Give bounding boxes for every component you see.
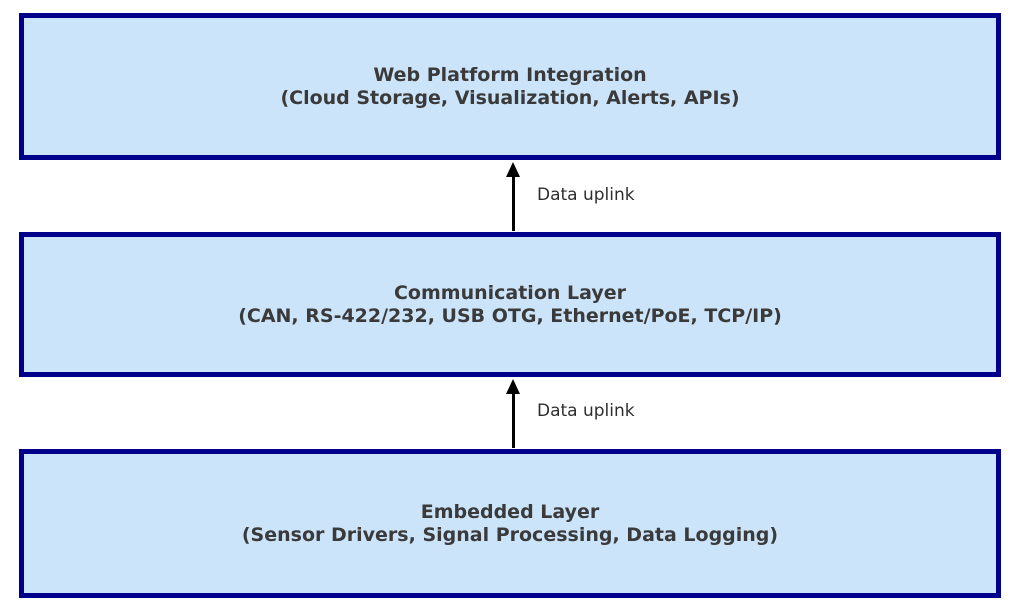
arrow-line <box>511 394 515 448</box>
data-uplink-arrow-top <box>506 162 520 231</box>
layer-title: Communication Layer <box>393 281 627 304</box>
layer-box-web-platform: Web Platform Integration (Cloud Storage,… <box>19 13 1001 160</box>
layer-box-embedded: Embedded Layer (Sensor Drivers, Signal P… <box>19 449 1001 598</box>
layer-subtitle: (Sensor Drivers, Signal Processing, Data… <box>241 523 779 546</box>
layer-title: Embedded Layer <box>420 500 600 523</box>
layer-subtitle: (CAN, RS-422/232, USB OTG, Ethernet/PoE,… <box>238 304 782 327</box>
arrow-label-bottom: Data uplink <box>537 401 635 421</box>
layer-box-communication: Communication Layer (CAN, RS-422/232, US… <box>19 232 1001 377</box>
layer-subtitle: (Cloud Storage, Visualization, Alerts, A… <box>280 86 740 109</box>
arrow-line <box>511 177 515 231</box>
arrow-up-icon <box>506 162 520 177</box>
layer-title: Web Platform Integration <box>373 63 647 86</box>
arrow-label-top: Data uplink <box>537 185 635 205</box>
data-uplink-arrow-bottom <box>506 379 520 448</box>
arrow-up-icon <box>506 379 520 394</box>
